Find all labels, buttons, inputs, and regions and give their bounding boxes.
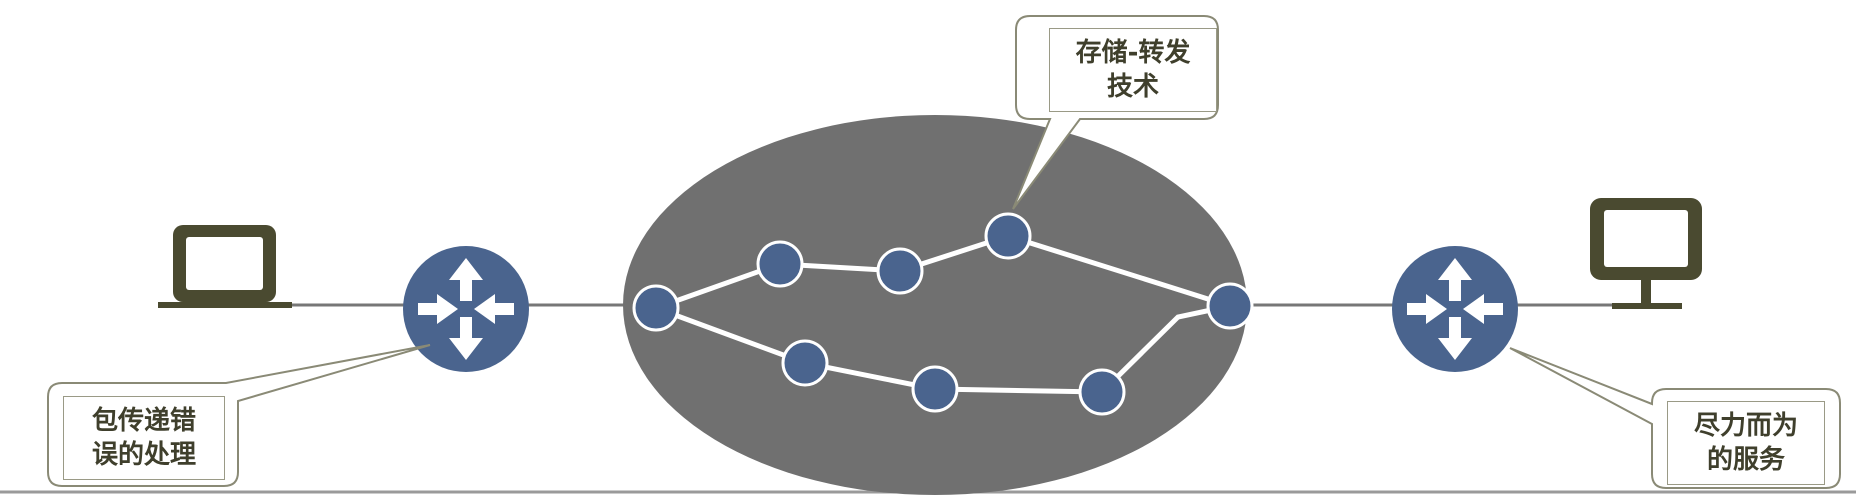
node-upper-2 <box>876 247 924 295</box>
node-upper-1 <box>756 240 804 288</box>
node-lower-2 <box>911 365 959 413</box>
node-exit <box>1206 282 1254 330</box>
best-effort-label-line1: 尽力而为 <box>1693 411 1798 441</box>
node-upper-3 <box>984 212 1032 260</box>
error-handling-label-line2: 误的处理 <box>91 440 196 470</box>
store-forward-label-line1: 存储-转发 <box>1075 38 1191 68</box>
desktop-monitor-icon <box>1590 198 1702 309</box>
error-handling-callout: 包传递错 误的处理 <box>63 396 225 480</box>
network-cloud <box>623 115 1247 495</box>
router-icon <box>403 246 529 372</box>
best-effort-label-line2: 的服务 <box>1706 445 1785 475</box>
node-entry <box>632 284 680 332</box>
node-lower-3 <box>1078 368 1126 416</box>
lower-path <box>655 303 1231 395</box>
laptop-icon <box>158 225 292 308</box>
node-lower-1 <box>781 339 829 387</box>
router-icon <box>1392 246 1518 372</box>
store-forward-callout: 存储-转发 技术 <box>1049 28 1217 112</box>
network-nodes <box>632 212 1254 416</box>
error-handling-label-line1: 包传递错 <box>91 406 196 436</box>
best-effort-callout: 尽力而为 的服务 <box>1667 401 1825 485</box>
store-forward-label-line2: 技术 <box>1106 72 1159 102</box>
